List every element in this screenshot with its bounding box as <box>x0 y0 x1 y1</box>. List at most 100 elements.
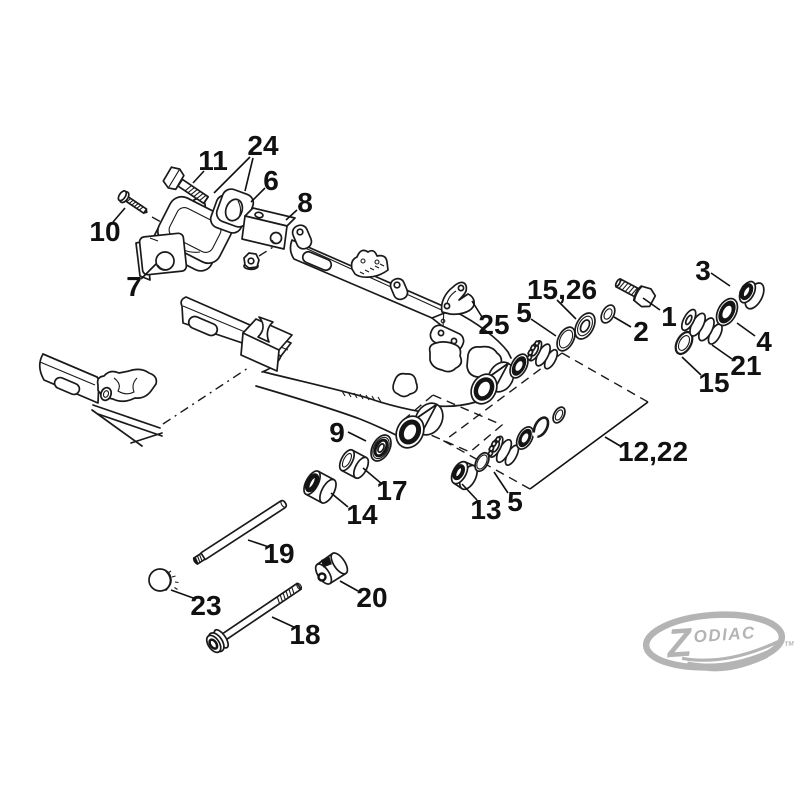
washer-2 <box>598 303 617 325</box>
frame-rail-line <box>92 410 142 446</box>
callout-label-7: 7 <box>126 271 142 302</box>
tube-serration <box>342 391 381 402</box>
callout-label-1: 1 <box>661 301 677 332</box>
callout-label-23: 23 <box>190 590 221 621</box>
callout-leader-15b <box>682 357 701 375</box>
callout-leader-15-26 <box>557 300 576 319</box>
callout-label-6: 6 <box>263 165 279 196</box>
washer-5-lower <box>472 450 492 473</box>
frame-rail-stub <box>40 354 162 446</box>
callout-leader-24 <box>245 158 253 191</box>
callout-leader-23 <box>171 590 196 599</box>
callout-leader-1 <box>643 298 660 310</box>
near-arm-tube-top <box>264 372 422 412</box>
frame-stub-slot <box>53 376 81 396</box>
reference-lines <box>152 217 648 489</box>
snap-ring <box>532 415 551 438</box>
callout-label-3: 3 <box>695 255 711 286</box>
seal-9 <box>367 432 395 465</box>
callout-leader-17 <box>363 468 382 484</box>
callout-leader-2 <box>614 317 631 327</box>
callout-leader-9 <box>348 432 366 441</box>
end-cap-23 <box>149 569 179 591</box>
callout-leader-20 <box>340 581 358 591</box>
far-pivot-boss <box>466 358 519 409</box>
bolt-11 <box>161 165 212 210</box>
far-arm-tab2 <box>388 277 409 302</box>
axle-clamp-block <box>241 317 292 371</box>
callout-leader-12-22 <box>605 437 622 447</box>
far-arm-lug <box>352 250 388 277</box>
alignment-line <box>163 368 248 424</box>
callout-label-17: 17 <box>376 475 407 506</box>
gusset <box>430 342 462 372</box>
pivot-shaft-19 <box>192 500 288 566</box>
callout-leader-7 <box>141 264 156 279</box>
callout-label-9: 9 <box>329 417 345 448</box>
frame-rail-line <box>93 405 160 428</box>
lower-hardware <box>149 432 395 656</box>
swingarm <box>181 223 519 453</box>
body-contour <box>452 310 511 358</box>
callout-label-8: 8 <box>297 187 313 218</box>
frame-stub-bar <box>40 354 99 403</box>
spacer-ring-dark <box>506 351 531 381</box>
callout-leader-25 <box>472 301 482 317</box>
callout-leader-8 <box>286 210 297 220</box>
far-axle-slot <box>301 250 333 272</box>
callout-leader-13 <box>462 484 477 500</box>
nut-13 <box>448 458 481 492</box>
logo-swoosh <box>687 649 776 667</box>
callout-leader-18 <box>272 617 296 628</box>
bolt-1 <box>612 273 657 310</box>
bracket-25 <box>442 282 475 314</box>
callout-label-20: 20 <box>356 582 387 613</box>
logo-swoosh <box>693 656 768 671</box>
bushing-14 <box>301 468 340 505</box>
clamp-block-notch <box>258 317 273 342</box>
bushing-17 <box>337 448 372 481</box>
frame-rail-line <box>98 414 162 436</box>
callout-leader-11 <box>193 171 204 183</box>
callout-leader-4 <box>737 323 755 336</box>
callout-label-14: 14 <box>346 499 378 530</box>
callout-label-5a: 5 <box>516 297 532 328</box>
rubber-bushing-face <box>473 377 496 402</box>
zodiac-logo: Z ODIAC TM <box>644 609 795 674</box>
callout-label-19: 19 <box>263 538 294 569</box>
callout-label-25: 25 <box>478 309 509 340</box>
dashed-box-kit-solid-edge <box>530 402 648 489</box>
bearing-kit-row <box>448 405 568 492</box>
callout-label-18: 18 <box>289 619 320 650</box>
callout-leader-10 <box>113 208 125 222</box>
callout-leader-24 <box>214 157 250 193</box>
callout-leader-5b <box>494 472 508 493</box>
logo-swoosh <box>681 642 779 663</box>
locknut-3 <box>735 276 768 311</box>
dashed-box-kit-edge <box>562 353 648 402</box>
callout-label-21: 21 <box>730 350 761 381</box>
callout-leader-5a <box>531 319 556 336</box>
callout-label-10: 10 <box>89 216 120 247</box>
logo-tm: TM <box>784 640 794 648</box>
adjuster-20 <box>312 550 351 587</box>
clamp-barrel <box>99 386 113 402</box>
far-arm-end-tab <box>290 223 313 251</box>
callout-label-24: 24 <box>247 130 279 161</box>
callout-label-11: 11 <box>198 145 228 176</box>
callout-leader-6 <box>251 188 265 202</box>
frame-rail-cut <box>131 433 162 443</box>
logo-ellipse <box>644 610 783 671</box>
callout-leader-14 <box>331 493 348 507</box>
pivot-hardware-right <box>506 273 767 381</box>
bushing-21 <box>678 307 725 348</box>
callout-label-4: 4 <box>756 326 772 357</box>
bearing-4 <box>712 295 742 329</box>
seal-small <box>551 405 568 425</box>
screw-10 <box>116 189 150 217</box>
callout-label-13: 13 <box>470 494 501 525</box>
near-arm-tube-bottom <box>256 386 400 437</box>
brace <box>393 374 417 397</box>
